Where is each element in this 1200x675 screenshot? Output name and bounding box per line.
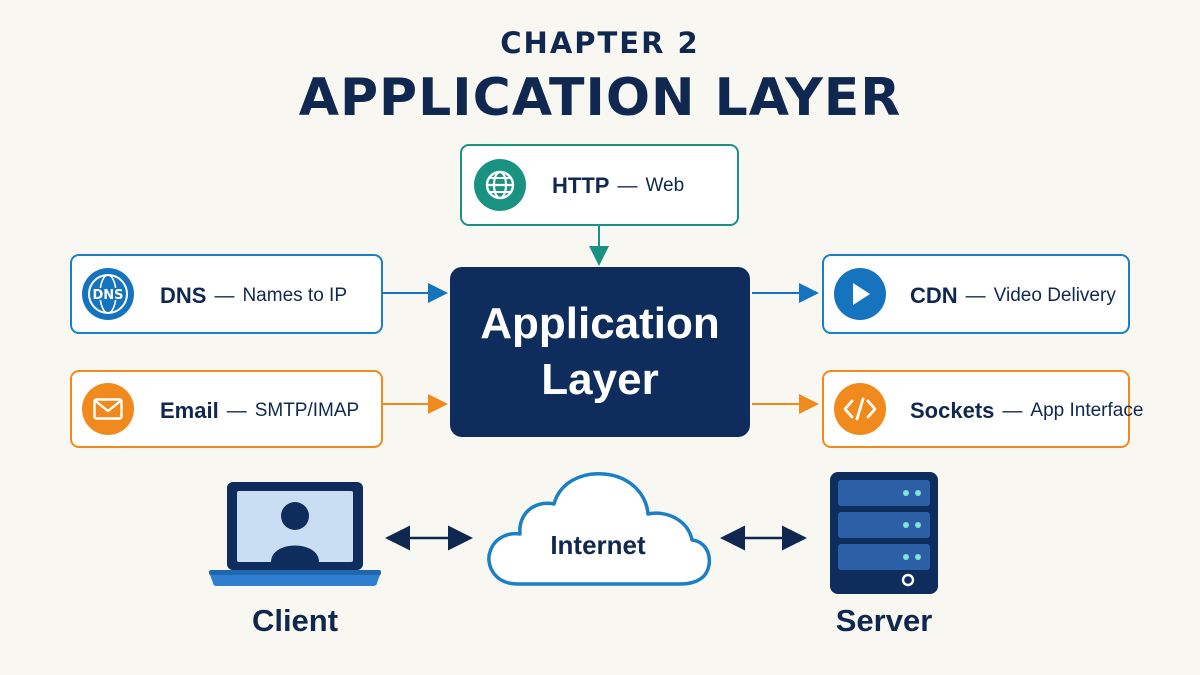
- dns-separator: —: [214, 284, 235, 307]
- center-line-1: Application: [480, 299, 720, 348]
- dns-badge-text: DNS: [92, 288, 123, 303]
- page-title: APPLICATION LAYER: [298, 68, 902, 128]
- server-label: Server: [835, 603, 933, 638]
- play-icon: [834, 268, 886, 320]
- envelope-icon: [82, 383, 134, 435]
- server-icon: [830, 472, 938, 594]
- internet-label: Internet: [550, 530, 646, 560]
- application-layer-box: Application Layer: [450, 267, 750, 437]
- sockets-box: Sockets — App Interface: [822, 370, 1143, 448]
- code-icon: [834, 383, 886, 435]
- cdn-separator: —: [965, 284, 986, 307]
- sockets-protocol: Sockets: [910, 398, 995, 423]
- cdn-protocol: CDN: [910, 283, 958, 308]
- cdn-description: Video Delivery: [993, 285, 1116, 306]
- email-description: SMTP/IMAP: [254, 400, 360, 421]
- http-box: HTTP — Web: [460, 144, 739, 226]
- cloud-icon: [487, 472, 712, 586]
- dns-box: DNS DNS — Names to IP: [70, 254, 383, 334]
- http-protocol: HTTP: [552, 173, 610, 198]
- email-label: Email — SMTP/IMAP: [160, 398, 359, 424]
- center-line-2: Layer: [541, 355, 659, 404]
- dns-label: DNS — Names to IP: [160, 283, 347, 309]
- chapter-label: CHAPTER 2: [500, 26, 700, 60]
- dns-protocol: DNS: [160, 283, 207, 308]
- http-description: Web: [645, 175, 685, 196]
- dns-icon: DNS: [82, 268, 134, 320]
- email-protocol: Email: [160, 398, 219, 423]
- sockets-description: App Interface: [1030, 400, 1144, 421]
- email-separator: —: [226, 399, 247, 422]
- dns-description: Names to IP: [242, 285, 347, 306]
- sockets-label: Sockets — App Interface: [910, 398, 1143, 424]
- laptop-icon: [209, 482, 381, 586]
- cdn-label: CDN — Video Delivery: [910, 283, 1116, 309]
- client-label: Client: [251, 603, 339, 638]
- http-separator: —: [617, 174, 638, 197]
- sockets-separator: —: [1002, 399, 1023, 422]
- http-label: HTTP — Web: [552, 173, 684, 199]
- email-box: Email — SMTP/IMAP: [70, 370, 383, 448]
- globe-icon: [474, 159, 526, 211]
- cdn-box: CDN — Video Delivery: [822, 254, 1130, 334]
